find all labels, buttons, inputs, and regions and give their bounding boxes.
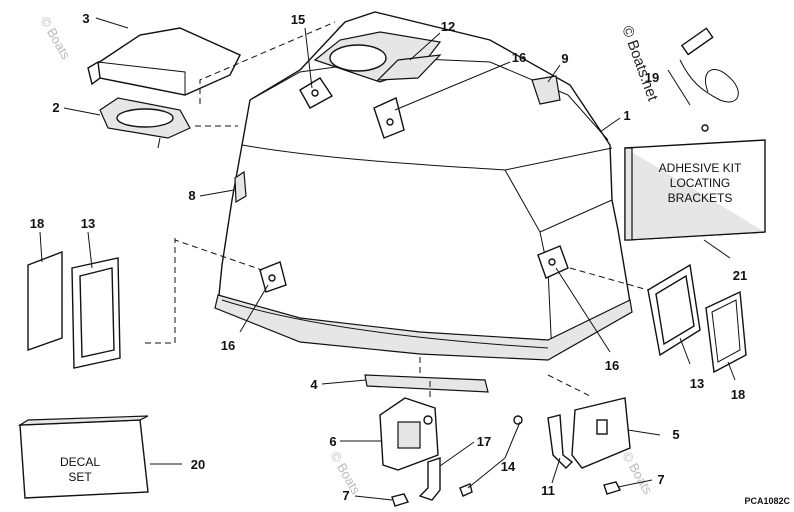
engine-cover-cowl xyxy=(214,11,633,361)
callout-7-left: 7 xyxy=(342,488,349,503)
mount-brackets xyxy=(234,75,569,293)
seal-strip xyxy=(364,374,489,393)
callout-16-left: 16 xyxy=(221,338,235,353)
rear-bracket xyxy=(379,397,439,471)
front-bracket xyxy=(571,397,631,469)
callout-15: 15 xyxy=(291,12,305,27)
callout-16-top: 16 xyxy=(512,50,526,65)
callout-13-right: 13 xyxy=(690,376,704,391)
callout-20: 20 xyxy=(191,457,205,472)
callout-18-right: 18 xyxy=(731,387,745,402)
harness-part xyxy=(667,27,739,132)
callout-2: 2 xyxy=(52,100,59,115)
callout-14: 14 xyxy=(501,459,516,474)
assembly-lines xyxy=(145,21,649,397)
callout-21: 21 xyxy=(733,268,747,283)
callout-3: 3 xyxy=(82,11,89,26)
watermark-right-bottom: © Boats xyxy=(619,449,655,497)
callout-5: 5 xyxy=(672,427,679,442)
callout-9: 9 xyxy=(561,51,568,66)
callout-4: 4 xyxy=(310,377,318,392)
callout-8: 8 xyxy=(188,188,195,203)
small-brackets xyxy=(418,414,574,501)
callout-19: 19 xyxy=(645,70,659,85)
watermark-right-top: © Boats.net xyxy=(618,24,661,104)
decal-set-line-2: SET xyxy=(68,470,92,484)
leader-lines xyxy=(39,17,736,501)
adhesive-kit-line-1: ADHESIVE KIT xyxy=(659,161,742,175)
callout-17: 17 xyxy=(477,434,491,449)
adhesive-kit-line-3: BRACKETS xyxy=(668,191,733,205)
watermark-left-top: © Boats xyxy=(37,14,73,62)
decal-set-line-1: DECAL xyxy=(60,455,100,469)
bezel-part xyxy=(99,97,191,149)
callout-1: 1 xyxy=(623,108,630,123)
callout-6: 6 xyxy=(329,434,336,449)
callout-11: 11 xyxy=(541,483,555,498)
callout-numbers: 3 2 15 12 16 9 19 1 8 18 13 21 16 16 13 … xyxy=(30,11,747,503)
drawing-code: PCA1082C xyxy=(744,496,790,506)
callout-16-right: 16 xyxy=(605,358,619,373)
callout-7-right: 7 xyxy=(657,472,664,487)
right-gasket-and-plate xyxy=(647,263,747,374)
decal-set-box: DECAL SET xyxy=(17,415,149,499)
fasteners xyxy=(391,415,621,507)
callout-13-left: 13 xyxy=(81,216,95,231)
adhesive-kit-box: ADHESIVE KIT LOCATING BRACKETS xyxy=(624,139,766,241)
adhesive-kit-line-2: LOCATING xyxy=(670,176,730,190)
top-cap-part xyxy=(87,27,241,96)
left-gasket-and-plate xyxy=(27,250,121,369)
callout-18-left: 18 xyxy=(30,216,44,231)
callout-12: 12 xyxy=(441,19,455,34)
